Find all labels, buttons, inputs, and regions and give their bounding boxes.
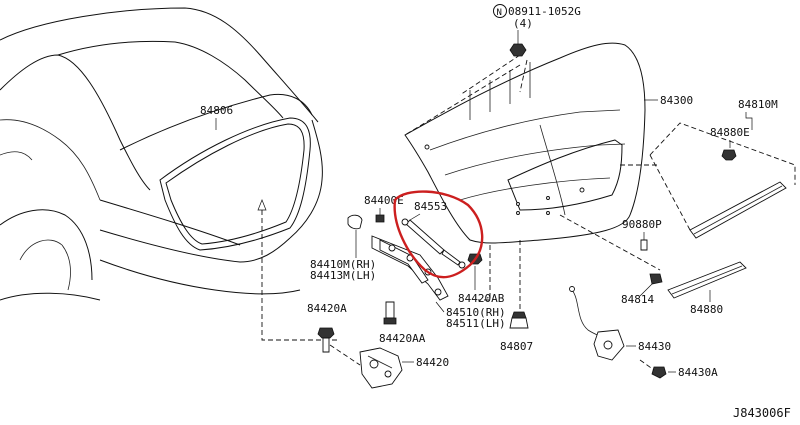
label-84511: 84511(LH) xyxy=(446,317,506,330)
seal-outer xyxy=(159,117,311,251)
fastener-note: N 08911-1052G (4) xyxy=(493,4,581,30)
label-84410m: 84410M(RH) xyxy=(310,258,376,271)
clip-84880e xyxy=(721,149,737,161)
nut-symbol-icon xyxy=(493,4,507,18)
diagram-id: J843006F xyxy=(733,406,791,420)
seal-inner xyxy=(165,123,305,245)
label-84807: 84807 xyxy=(500,340,533,353)
finisher-84810m xyxy=(689,181,787,239)
label-84430: 84430 xyxy=(638,340,671,353)
hinge-84410m xyxy=(347,214,449,301)
fastener-08911 xyxy=(509,30,527,57)
label-90880p: 90880P xyxy=(622,218,662,231)
label-84413m: 84413M(LH) xyxy=(310,269,376,282)
gas-stay-84553 xyxy=(401,218,466,269)
part-90880p xyxy=(640,239,648,251)
car-body xyxy=(0,7,340,341)
label-84420: 84420 xyxy=(416,356,449,369)
label-84810m: 84810M xyxy=(738,98,778,111)
lock-84420 xyxy=(359,347,403,389)
bolt-84420a xyxy=(317,327,335,353)
garnish-84880 xyxy=(667,261,747,299)
label-84814: 84814 xyxy=(621,293,654,306)
nut-symbol-letter: N xyxy=(497,8,502,18)
label-08911: 08911-1052G xyxy=(508,5,581,18)
bolt-84430a xyxy=(651,366,667,379)
label-84420ab: 84420AB xyxy=(458,292,505,305)
label-84553: 84553 xyxy=(414,200,447,213)
label-84400e: 84400E xyxy=(364,194,404,207)
highlight-ring xyxy=(393,190,484,279)
clip-84400e xyxy=(375,214,385,223)
actuator-84430 xyxy=(593,329,625,361)
label-84430a: 84430A xyxy=(678,366,718,379)
label-08911-qty: (4) xyxy=(513,17,533,30)
bumper-84807 xyxy=(509,311,529,329)
label-84806: 84806 xyxy=(200,104,233,117)
label-84880e: 84880E xyxy=(710,126,750,139)
trunk-lid xyxy=(404,42,646,244)
bolt-84420aa xyxy=(383,301,397,325)
label-84420a: 84420A xyxy=(307,302,347,315)
label-84300: 84300 xyxy=(660,94,693,107)
label-84510: 84510(RH) xyxy=(446,306,506,319)
clip-84814 xyxy=(649,273,663,285)
label-84420aa: 84420AA xyxy=(379,332,426,345)
label-84880: 84880 xyxy=(690,303,723,316)
